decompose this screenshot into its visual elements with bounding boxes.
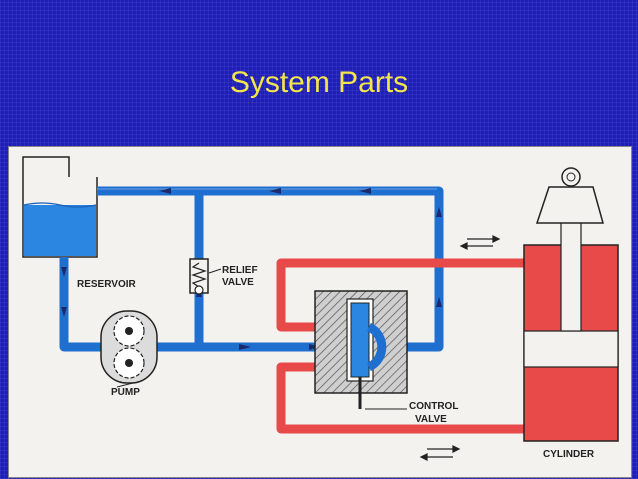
control-valve-label-line1: CONTROL xyxy=(409,401,458,412)
flow-arrow-icon xyxy=(159,188,171,194)
piston-rod xyxy=(560,216,582,332)
reservoir: RESERVOIR xyxy=(22,156,136,290)
bidirectional-arrow-upper xyxy=(459,235,501,250)
control-valve-label-line2: VALVE xyxy=(415,414,447,425)
gear-icon xyxy=(113,315,145,347)
diagram-panel: RESERVOIR xyxy=(8,146,632,478)
relief-valve: RELIEF VALVE xyxy=(189,258,258,295)
flow-arrow-icon xyxy=(436,297,442,307)
gear-icon xyxy=(113,347,145,379)
flow-arrow-icon xyxy=(61,267,67,277)
bidirectional-arrow-lower xyxy=(419,445,461,461)
hydraulic-diagram: RESERVOIR xyxy=(22,156,619,461)
cylinder: CYLINDER xyxy=(523,167,619,460)
relief-valve-label-line2: VALVE xyxy=(222,277,254,288)
valve-spool xyxy=(350,302,370,378)
gear-pump: PUMP xyxy=(100,310,158,398)
load-weight xyxy=(535,186,604,224)
flow-arrow-icon xyxy=(61,307,67,317)
top-return-line xyxy=(97,186,444,352)
reservoir-fluid xyxy=(24,205,96,256)
cylinder-piston xyxy=(523,330,619,368)
pump-label: PUMP xyxy=(111,387,140,398)
flow-arrow-icon xyxy=(436,207,442,217)
flow-arrows xyxy=(61,188,442,350)
suction-line xyxy=(59,257,109,352)
reservoir-label: RESERVOIR xyxy=(77,279,136,290)
flow-arrow-icon xyxy=(359,188,371,194)
control-valve: CONTROL VALVE xyxy=(314,290,458,425)
slide-title: System Parts xyxy=(229,66,409,99)
cylinder-label: CYLINDER xyxy=(543,449,595,460)
spring-icon xyxy=(191,262,207,288)
flow-arrow-icon xyxy=(239,344,251,350)
relief-valve-label-line1: RELIEF xyxy=(222,265,258,276)
flow-arrow-icon xyxy=(269,188,281,194)
